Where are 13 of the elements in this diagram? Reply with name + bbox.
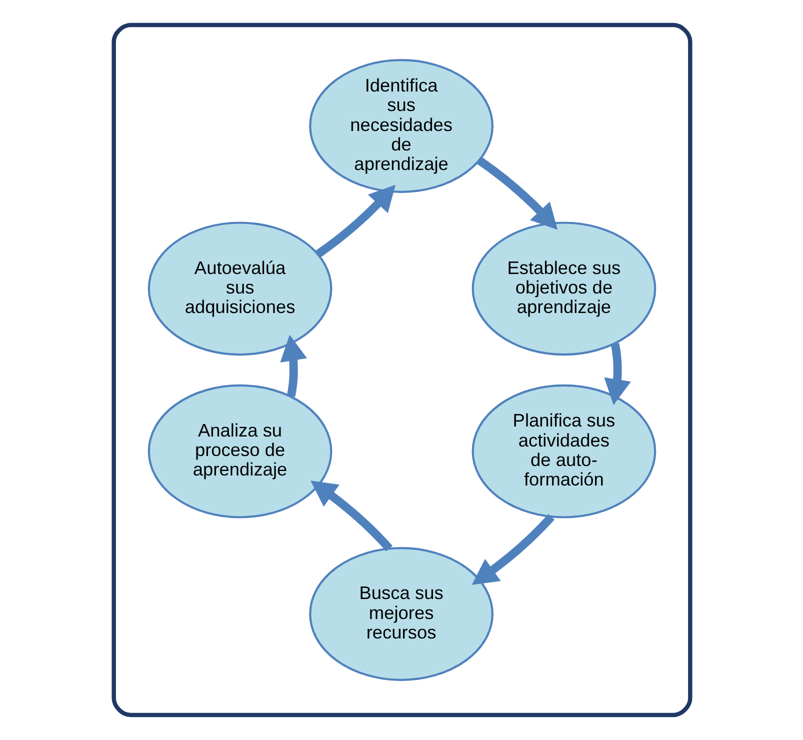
arrow	[310, 480, 392, 552]
node-ellipse: Busca sus mejores recursos	[308, 547, 493, 681]
arrow	[471, 514, 554, 585]
arrow	[476, 157, 558, 230]
node-ellipse: Identifica sus necesidades de aprendizaje	[308, 59, 493, 193]
arrow	[280, 334, 307, 397]
cluster	[111, 22, 692, 718]
node-ellipse: Analiza su proceso de aprendizaje	[147, 384, 332, 518]
node-ellipse: Planifica sus actividades de auto-formación	[471, 384, 656, 518]
arrow	[315, 184, 395, 258]
node-ellipse: Establece sus objetivos de aprendizaje	[471, 222, 656, 356]
node-ellipse: Autoevalúa sus adquisiciones	[147, 222, 332, 356]
arrow	[604, 342, 630, 406]
